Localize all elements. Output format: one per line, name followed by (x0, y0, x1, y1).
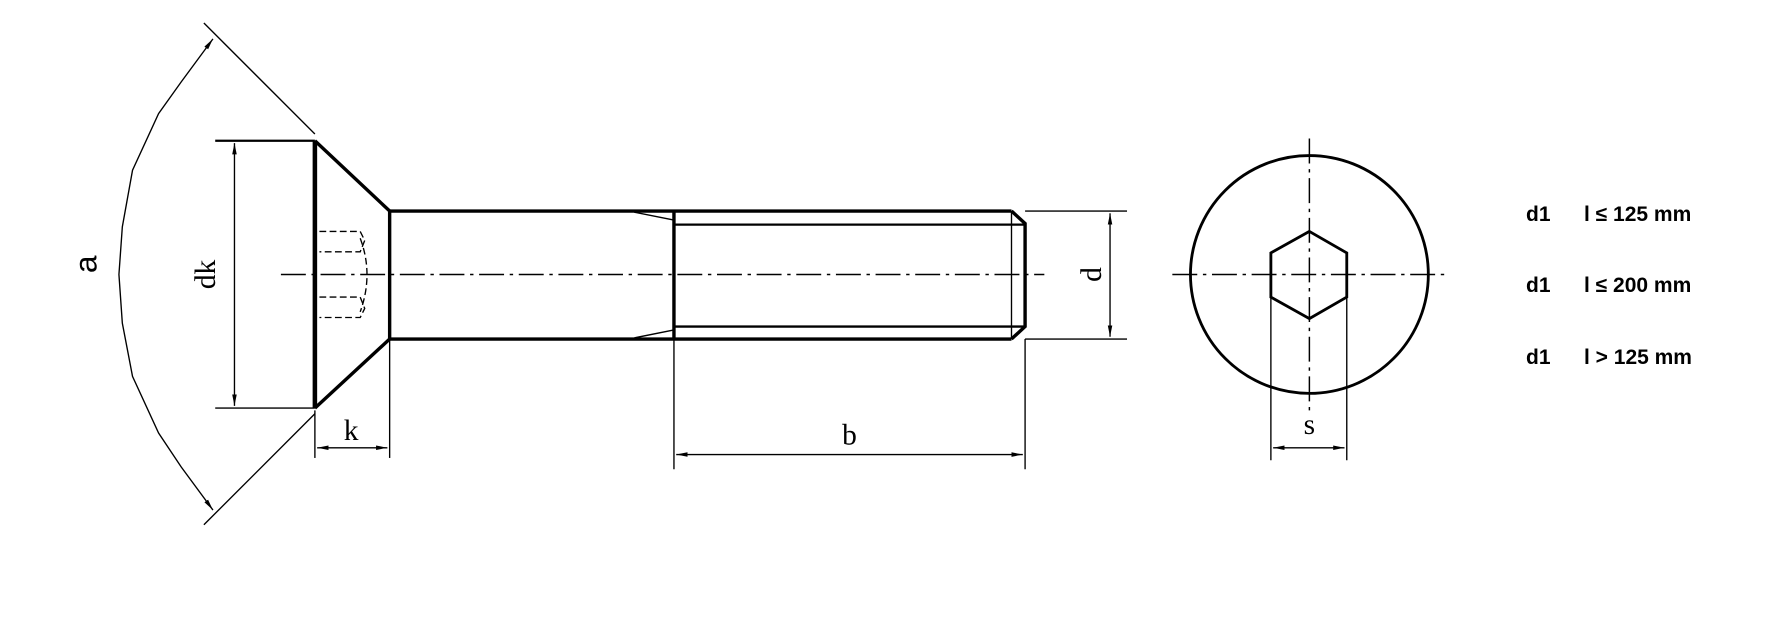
diameter-label: d (1076, 267, 1108, 282)
head-diameter-label: dk (190, 259, 222, 289)
angle-dimension: a (67, 22, 316, 526)
diameter-dimension: d (1025, 210, 1128, 340)
legend-condition: l > 125 mm (1584, 346, 1692, 369)
thread-length-dimension: b (673, 339, 1026, 470)
side-view: a dk k b d (67, 22, 1128, 526)
length-legend: d1 l ≤ 125 mm d1 l ≤ 200 mm d1 l > 125 m… (0, 0, 1692, 369)
end-view: s (1172, 138, 1445, 461)
legend-condition: l ≤ 200 mm (1584, 274, 1692, 297)
legend-condition: l ≤ 125 mm (1584, 203, 1692, 226)
legend-symbol: d1 (1526, 274, 1551, 297)
socket-width-dimension: s (1270, 297, 1348, 461)
head-height-label: k (344, 415, 359, 447)
head-cone (313, 139, 392, 410)
head-diameter-dimension: dk (190, 139, 315, 409)
angle-label: a (67, 255, 103, 273)
legend-symbol: d1 (1526, 346, 1551, 369)
thread-length-label: b (842, 419, 857, 451)
legend-symbol: d1 (1526, 203, 1551, 226)
head-height-dimension: k (314, 339, 391, 458)
socket-width-label: s (1304, 409, 1315, 441)
